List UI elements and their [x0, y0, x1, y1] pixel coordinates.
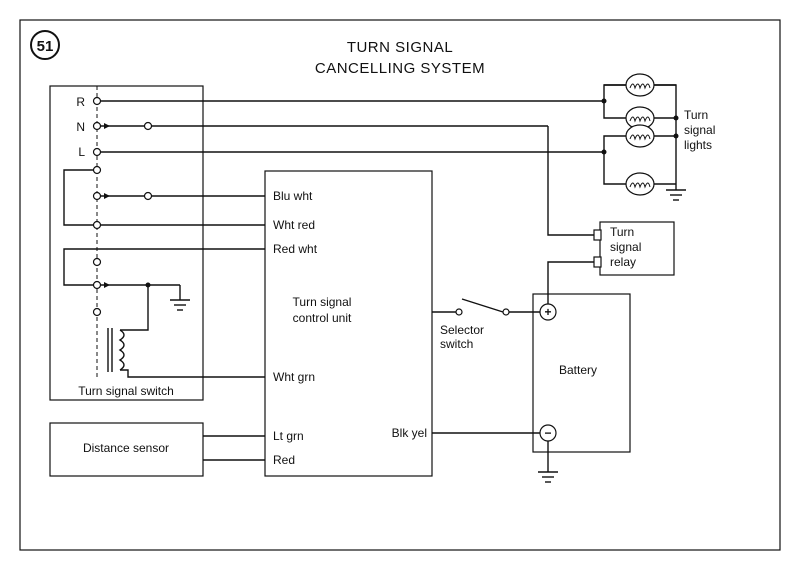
bulb-icon [625, 172, 655, 196]
selector-switch-label-line2: switch [440, 337, 473, 351]
battery-label: Battery [559, 363, 597, 377]
turn-signal-relay-box [599, 221, 675, 276]
terminal-r-label: R [76, 95, 85, 109]
wire-label-wht-grn: Wht grn [273, 370, 315, 384]
selector-terminal-a [455, 308, 463, 316]
wire-label-lt-grn: Lt grn [273, 429, 304, 443]
diagram-title-line1: TURN SIGNAL [347, 39, 453, 56]
relay-label-line1: Turn [610, 225, 634, 239]
control-unit-label-line2: control unit [293, 311, 352, 325]
selector-switch-lever [461, 298, 504, 313]
wire-label-wht-red: Wht red [273, 218, 315, 232]
terminal-l-label: L [78, 145, 85, 159]
control-unit-label-line1: Turn signal [293, 295, 352, 309]
figure-frame [19, 19, 781, 551]
selector-terminal-b [502, 308, 510, 316]
junction-lights-return [673, 115, 679, 121]
battery-negative-sign: − [544, 426, 551, 440]
lights-label-line3: lights [684, 138, 712, 152]
distance-sensor-box [49, 422, 204, 477]
terminal-spare [92, 257, 102, 267]
ground-icon [538, 471, 558, 483]
turn-signal-lights-group [603, 73, 677, 196]
wire-label-red-wht: Red wht [273, 242, 318, 256]
lights-rail-left-upper [603, 135, 626, 152]
relay-terminal-1 [593, 229, 602, 241]
arrow-red-wht [104, 282, 110, 288]
terminal-l [92, 147, 102, 157]
terminal-n-contact [143, 121, 153, 131]
wire-label-red: Red [273, 453, 295, 467]
arrow-blu-wht [104, 193, 110, 199]
bulb-icon [625, 124, 655, 148]
wire-red-wht [63, 248, 265, 286]
terminal-blu-wht [92, 191, 102, 201]
wire-n-to-relay [547, 126, 596, 236]
coil-icon [118, 329, 125, 371]
arrow-n [104, 123, 110, 129]
figure-number: 51 [37, 38, 54, 55]
wire-battery-to-relay [547, 261, 596, 304]
battery-box [532, 293, 631, 453]
terminal-red-wht [92, 280, 102, 290]
lights-label-line1: Turn [684, 108, 708, 122]
coil-lead-top [120, 285, 149, 331]
wire-wht-grn [120, 369, 265, 378]
wire-label-blu-wht: Blu wht [273, 189, 313, 203]
distance-sensor-label: Distance sensor [83, 441, 169, 455]
ground-icon [666, 189, 686, 201]
junction-r-lights [601, 98, 607, 104]
selector-switch-label-line1: Selector [440, 323, 484, 337]
relay-label-line2: signal [610, 240, 641, 254]
turn-signal-switch-box [49, 85, 204, 401]
relay-label-line3: relay [610, 255, 636, 269]
terminal-loop-a [92, 165, 102, 175]
lights-rail-left-lower [603, 152, 626, 185]
terminal-wht-red [92, 220, 102, 230]
relay-terminal-2 [593, 256, 602, 268]
figure-number-badge: 51 [30, 30, 60, 60]
terminal-blu-wht-contact [143, 191, 153, 201]
lights-label-line2: signal [684, 123, 715, 137]
switch-loop-upper [63, 169, 97, 226]
terminal-r [92, 96, 102, 106]
terminal-n-label: N [76, 120, 85, 134]
battery-positive-sign: + [544, 305, 551, 319]
ground-icon [170, 299, 190, 311]
junction-coil [145, 282, 151, 288]
control-unit-box [264, 170, 433, 477]
lights-rail-right-lower [603, 101, 626, 119]
bulb-icon [625, 73, 655, 97]
junction-l-lights [601, 149, 607, 155]
terminal-coil [92, 307, 102, 317]
turn-signal-switch-label: Turn signal switch [78, 384, 174, 398]
junction-lights-return-2 [673, 133, 679, 139]
wire-label-blk-yel: Blk yel [392, 426, 427, 440]
terminal-n [92, 121, 102, 131]
diagram-title-line2: CANCELLING SYSTEM [315, 60, 485, 77]
